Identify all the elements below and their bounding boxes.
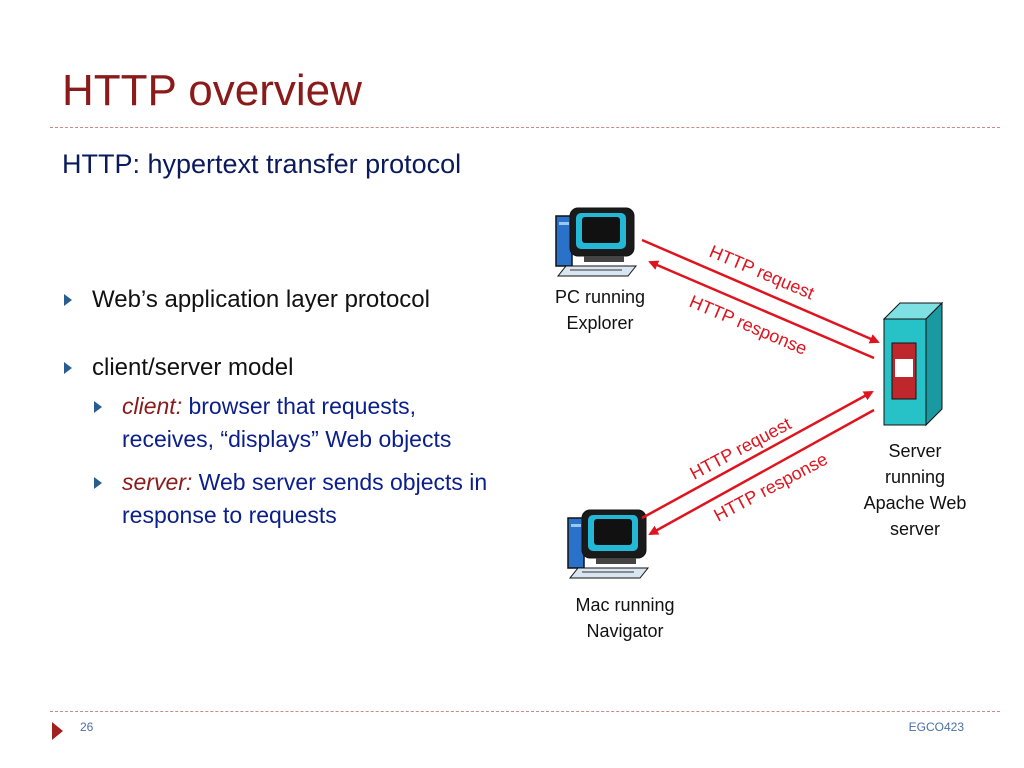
sub-bullet-list: client: browser that requests, receives,… [92,390,502,532]
http-request-arrow-bottom [641,390,874,520]
slide-title: HTTP overview [62,66,362,115]
title-divider [50,127,1000,128]
http-response-arrow-bottom [648,408,875,536]
bullet-text: client/server model [92,354,294,381]
bullet-list: Web’s application layer protocol client/… [62,284,502,542]
mac-computer-icon [567,509,650,579]
sub-bullet-item: client: browser that requests, receives,… [92,390,502,456]
sub-bullet-text: browser that requests, receives, “displa… [122,393,452,452]
sub-bullet-arrow-icon [94,401,102,413]
mac-label-line: Navigator [586,621,664,641]
bullet-item: client/server model client: browser that… [62,352,502,532]
intro-text: HTTP: hypertext transfer protocol [62,149,462,179]
bullet-arrow-icon [64,362,72,374]
server-label-line: running [884,467,946,487]
mac-label: Mac running Navigator [560,592,690,644]
sub-bullet-text: Web server sends objects in response to … [122,469,488,528]
pc-label-line: PC running [554,287,646,307]
mac-label-line: Mac running [575,595,675,615]
sub-bullet-arrow-icon [94,477,102,489]
course-code: EGCO423 [908,720,964,734]
http-request-arrow-top [641,238,880,344]
pc-computer-icon [555,207,638,277]
pc-label: PC running Explorer [540,284,660,336]
server-icon [882,301,944,427]
server-label-line: server [889,519,940,539]
footer-divider [50,711,1000,712]
bullet-text: Web’s application layer protocol [92,286,430,313]
footer-triangle-icon [52,722,63,740]
server-label: Server running Apache Web server [850,438,980,542]
pc-label-line: Explorer [566,313,634,333]
bullet-item: Web’s application layer protocol [62,284,502,316]
bullet-arrow-icon [64,294,72,306]
http-response-arrow-top [648,260,875,360]
sub-bullet-term: server: [122,469,193,495]
sub-bullet-item: server: Web server sends objects in resp… [92,466,502,532]
server-label-line: Apache Web [863,493,967,513]
top-response-label: HTTP response [686,291,810,359]
sub-bullet-term: client: [122,393,183,419]
page-number: 26 [80,720,94,734]
server-label-line: Server [888,441,942,461]
